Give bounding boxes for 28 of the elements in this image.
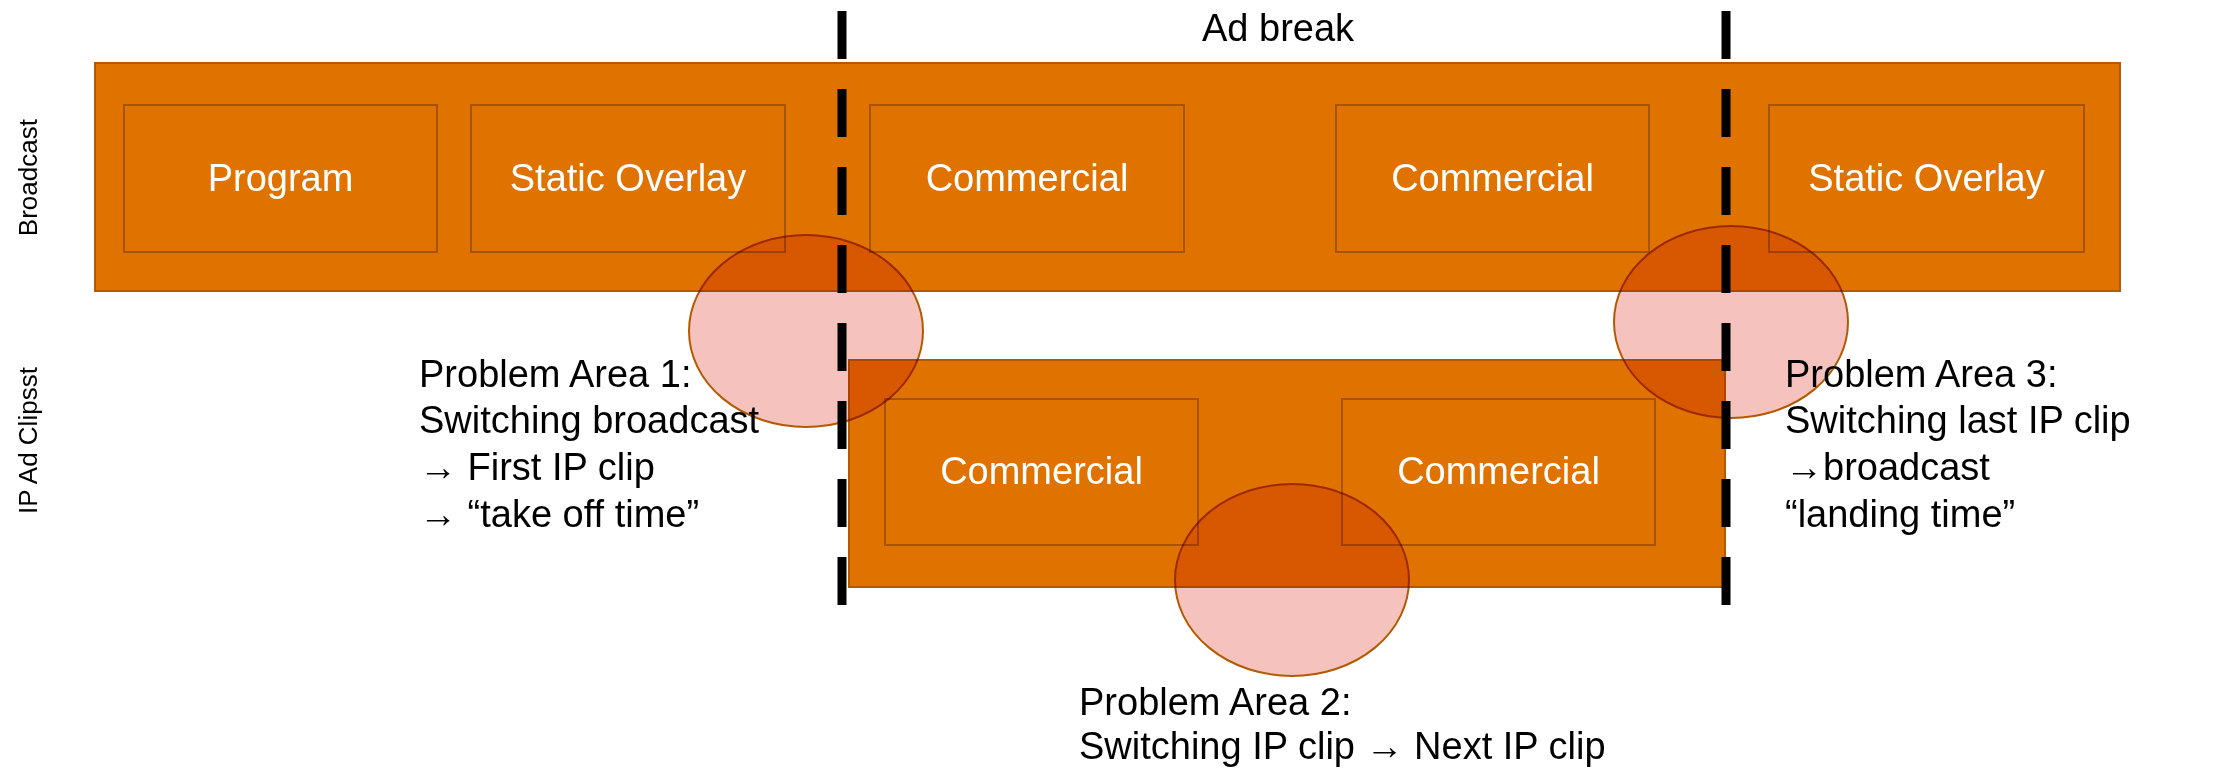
box-label: Commercial bbox=[1397, 449, 1600, 495]
content-box bbox=[1335, 104, 1650, 253]
annotation-text: Switching IP clip → Next IP clip bbox=[1079, 724, 1606, 769]
annotation-text: → First IP clip bbox=[419, 445, 655, 490]
row-label: IP Ad Clipsst bbox=[12, 366, 44, 514]
box-label: Static Overlay bbox=[1808, 155, 2045, 201]
annotation-text: Switching broadcast bbox=[419, 398, 760, 443]
box-label: Commercial bbox=[925, 155, 1129, 201]
box-label: Static Overlay bbox=[509, 155, 747, 201]
content-box bbox=[884, 398, 1199, 546]
content-box bbox=[470, 104, 786, 253]
section-label: Ad break bbox=[1202, 6, 1355, 51]
box-label: Commercial bbox=[940, 449, 1143, 495]
annotation-text: →broadcast bbox=[1785, 445, 1990, 490]
annotation-text: Problem Area 1: bbox=[419, 352, 692, 397]
content-box bbox=[869, 104, 1185, 253]
track-band bbox=[94, 62, 2121, 292]
box-label: Program bbox=[207, 155, 354, 201]
annotation-text: Switching last IP clip bbox=[1785, 398, 2131, 443]
annotation-text: → “take off time” bbox=[419, 492, 700, 537]
row-label: Broadcast bbox=[12, 118, 44, 236]
box-label: Commercial bbox=[1391, 155, 1594, 201]
content-box bbox=[123, 104, 438, 253]
content-box bbox=[1341, 398, 1656, 546]
content-box bbox=[1768, 104, 2085, 253]
annotation-text: “landing time” bbox=[1785, 492, 2016, 537]
annotation-text: Problem Area 2: bbox=[1079, 680, 1352, 725]
track-band bbox=[848, 359, 1726, 588]
